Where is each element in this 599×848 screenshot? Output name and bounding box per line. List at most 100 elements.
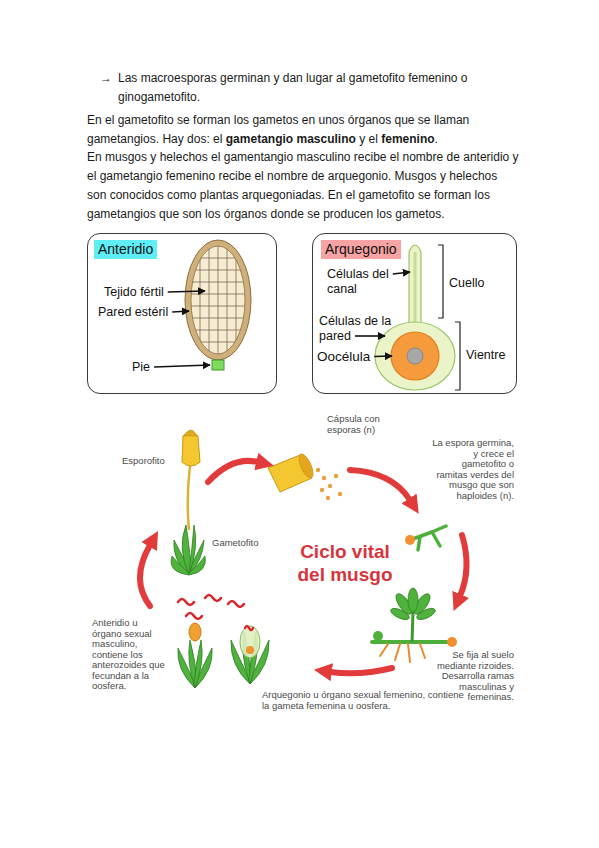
capsule-drawing <box>326 496 330 500</box>
archegonium-panel: ArquegonioCélulas del canal CuelloCélulas… <box>312 233 517 394</box>
cycle-arrows <box>460 535 467 596</box>
capsule-drawing <box>320 488 324 492</box>
gametophyte-drawing <box>408 588 418 612</box>
sporophyte-drawing <box>171 556 189 575</box>
leader-arrow <box>374 355 392 357</box>
protonema-drawing <box>418 537 420 550</box>
capsule-drawing <box>334 474 338 478</box>
gametophyte-drawing <box>447 637 457 647</box>
part-label: Células de la pared <box>319 314 405 344</box>
antheridium-drawing <box>185 240 251 370</box>
neck-bracket <box>438 245 443 318</box>
capsule-drawing <box>316 468 320 472</box>
sporophyte-drawing <box>188 466 190 530</box>
sexual-plants-drawing <box>178 595 269 688</box>
leader-arrow <box>172 311 189 312</box>
cycle-arrows <box>208 461 258 482</box>
antheridium-drawing <box>212 360 224 370</box>
capsule-drawing <box>268 452 342 500</box>
panel-title: Arquegonio <box>321 240 401 259</box>
cycle-arrows <box>330 668 392 673</box>
gametophyte-drawing <box>380 644 388 656</box>
leader-arrow <box>168 291 205 292</box>
protonema-drawing <box>432 526 446 532</box>
sporophyte-drawing <box>184 430 197 436</box>
paragraph-text: En musgos y helechos el gamentangio masc… <box>87 148 519 224</box>
sporophyte-drawing <box>182 432 200 466</box>
stage-label: Gametofito <box>212 537 258 548</box>
leader-arrow <box>355 335 385 337</box>
bullet-arrow: → <box>100 69 112 88</box>
part-label: Células del canal <box>327 267 405 297</box>
archegonium-drawing <box>391 332 439 380</box>
fertile-tissue-grid <box>200 244 201 356</box>
anterozoids <box>178 595 253 630</box>
paragraph: En el gametofito se forman los gametos e… <box>87 111 519 149</box>
sexual-plants-drawing <box>246 646 254 654</box>
cycle-arrows <box>140 545 150 606</box>
gametophyte-drawing <box>412 612 413 642</box>
fertile-tissue-grid <box>188 244 248 356</box>
capsule-drawing <box>338 492 342 496</box>
sexual-plants-drawing <box>240 626 260 658</box>
archegonium-drawing <box>407 348 423 364</box>
fertile-tissue-grid <box>209 244 210 356</box>
protonema-drawing <box>405 535 415 545</box>
cycle-caption: Arquegonio u órgano sexual femenino, con… <box>262 690 467 711</box>
archegonium-drawing <box>409 245 421 326</box>
cycle-arrows <box>350 470 410 500</box>
panel-title: Anteridio <box>94 240 157 259</box>
venter-bracket <box>455 322 460 390</box>
protonema-drawing <box>405 526 446 550</box>
archegonium-drawing <box>375 322 455 390</box>
bold-term: gametangio masculino <box>226 132 356 146</box>
archegonium-drawing <box>414 252 417 324</box>
gametophyte-drawing <box>395 644 400 660</box>
part-label: Cuello <box>449 276 484 291</box>
cycle-caption: La espora germina, y crece el gametofito… <box>432 438 514 501</box>
stage-label: Esporofito <box>122 455 165 466</box>
part-label: Oocélula <box>317 349 370 365</box>
part-label: Pie <box>132 360 150 375</box>
fertile-tissue-grid <box>218 244 219 356</box>
anterozoids <box>178 599 194 605</box>
cycle-caption: Cápsula con esporas (n) <box>327 413 407 435</box>
cycle-caption: Anteridio u órgano sexual masculino, con… <box>92 618 168 692</box>
anterozoids <box>245 626 253 630</box>
gametophyte-drawing <box>373 631 383 641</box>
protonema-drawing <box>432 532 440 546</box>
fertile-tissue-grid <box>227 244 228 356</box>
gametophyte-drawing <box>420 644 425 658</box>
anterozoids <box>186 613 202 619</box>
bullet-text: Las macroesporas germinan y dan lugar al… <box>118 69 513 107</box>
capsule-drawing <box>316 468 342 500</box>
sporophyte-drawing <box>189 556 205 575</box>
part-label: Vientre <box>466 348 505 363</box>
leader-arrow <box>154 365 210 367</box>
cycle-arrows <box>140 461 467 673</box>
gametophyte-drawing <box>380 644 425 662</box>
sexual-plants-drawing <box>178 640 212 688</box>
sporophyte-drawing <box>189 525 196 575</box>
bold-term: femenino <box>381 132 434 146</box>
paragraph-text: . <box>435 132 438 146</box>
capsule-drawing <box>296 452 316 480</box>
gametophyte-drawing <box>372 588 457 662</box>
sporophyte-drawing <box>171 525 205 575</box>
fertile-tissue-grid <box>236 244 237 356</box>
antheridium-drawing <box>185 240 251 360</box>
gametophyte-drawing <box>415 606 437 622</box>
capsule-drawing <box>322 476 326 480</box>
figure-title: Ciclo vital del musgo <box>285 540 405 586</box>
sexual-plants-drawing <box>194 640 202 688</box>
capsule-drawing <box>328 484 332 488</box>
sporophyte-drawing <box>171 430 205 575</box>
gametophyte-drawing <box>408 644 410 662</box>
leader-arrow <box>393 272 410 274</box>
antheridium-panel: AnteridioTejido fértilPared estérilPie <box>87 233 277 394</box>
paragraph-text: y el <box>359 132 378 146</box>
gametophyte-drawing <box>389 588 437 622</box>
